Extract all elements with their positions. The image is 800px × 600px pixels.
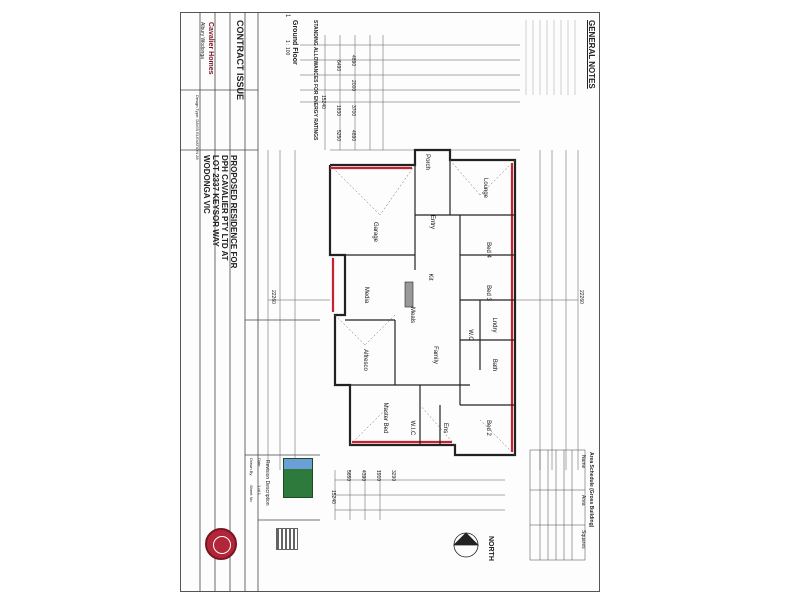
dim-top-overall: 15240 [320, 95, 326, 109]
dim-top-3: 5250 [335, 130, 341, 142]
room-lounge: Lounge [482, 177, 488, 199]
energy-notes-title: STANDING ALLOWANCES FOR ENERGY RATINGS [312, 20, 318, 141]
top-dimensions [300, 35, 520, 151]
area-schedule-grid [529, 449, 586, 561]
area-schedule-header-squares: Squares [580, 530, 586, 549]
dim-bottom-1: 5650 [345, 470, 351, 482]
dim-top-4: 4890 [350, 55, 356, 67]
revision-label: Revision Description [264, 460, 270, 506]
level-number: 1 [284, 14, 290, 18]
date-label: Date [257, 458, 262, 467]
project-client: DPH CAVALIER PTY LTD AT [220, 155, 229, 261]
room-media: Media [363, 286, 369, 304]
dim-bottom-2: 4390 [360, 470, 366, 482]
room-lndry: Lndry [491, 317, 497, 333]
dim-top-5: 2000 [350, 80, 356, 92]
general-notes-lines [525, 20, 576, 95]
sheet-number-label: Sheet No [249, 485, 254, 502]
room-bed2: Bed 2 [485, 420, 491, 436]
dim-top-1: 6490 [335, 60, 341, 72]
scale-label: 1 : 100 [284, 40, 290, 56]
dim-bottom-3: 1910 [375, 470, 381, 482]
room-meals: Meals [409, 306, 415, 324]
room-bath: Bath [491, 358, 497, 372]
room-bed3: Bed 3 [485, 285, 491, 301]
room-wic: W.I.C [409, 420, 415, 436]
room-ens: Ens [442, 422, 448, 434]
dim-top-2: 1830 [335, 105, 341, 117]
hia-badge-icon [283, 458, 313, 498]
room-entry: Entry [429, 214, 435, 230]
room-master-bed: Master Bed [382, 402, 388, 434]
level-label: Ground Floor [291, 20, 298, 65]
room-bed4: Bed 4 [485, 242, 491, 258]
title-block-lines [180, 12, 320, 592]
room-alfresco: Alfresco [362, 349, 368, 371]
dim-top-7: 4890 [350, 130, 356, 142]
dim-bottom-4: 3290 [390, 470, 396, 482]
north-arrow-icon [453, 532, 479, 558]
company-seal-icon [205, 528, 237, 560]
room-garage: Garage [372, 221, 378, 243]
dim-right-overall: 22260 [578, 290, 584, 304]
project-lot: LOT 2337 KEYSOR WAY [211, 155, 220, 247]
project-suburb: WODONGA VIC [202, 155, 211, 214]
area-schedule-title: Area Schedule (Gross Building) [588, 452, 594, 528]
room-porch: Porch [424, 154, 430, 170]
drawn-label: Drawn By [249, 458, 254, 476]
dim-left-overall: 22260 [270, 290, 276, 304]
project-title: PROPOSED RESIDENCE FOR [229, 155, 238, 269]
brand-subtitle: Albury Wodonga [199, 22, 205, 59]
internal-walls [345, 160, 515, 445]
brand-logo: Cavalier Homes [207, 22, 214, 75]
contract-issue-status: CONTRACT ISSUE [235, 20, 245, 101]
room-family: Family [432, 346, 438, 364]
dim-bottom-overall: 15240 [330, 490, 336, 504]
area-schedule-header-area: Area [580, 495, 586, 506]
kitchen-island [404, 281, 414, 308]
dim-top-6: 3700 [350, 105, 356, 117]
area-schedule-header-name: Name [580, 455, 586, 469]
roof-lines [329, 159, 516, 456]
general-notes-title: GENERAL NOTES [587, 20, 596, 89]
side-dimensions [267, 150, 579, 470]
sheet-number-value: 1 of 1 [257, 485, 262, 496]
room-kit: Kit [427, 273, 433, 281]
design-type: Design Type: DAVIS ELEVATION 28 [195, 95, 200, 160]
north-label: NORTH [487, 536, 494, 561]
room-wc: W.C [467, 329, 473, 341]
bottom-dimensions [334, 470, 505, 520]
qr-code-icon [276, 528, 298, 550]
